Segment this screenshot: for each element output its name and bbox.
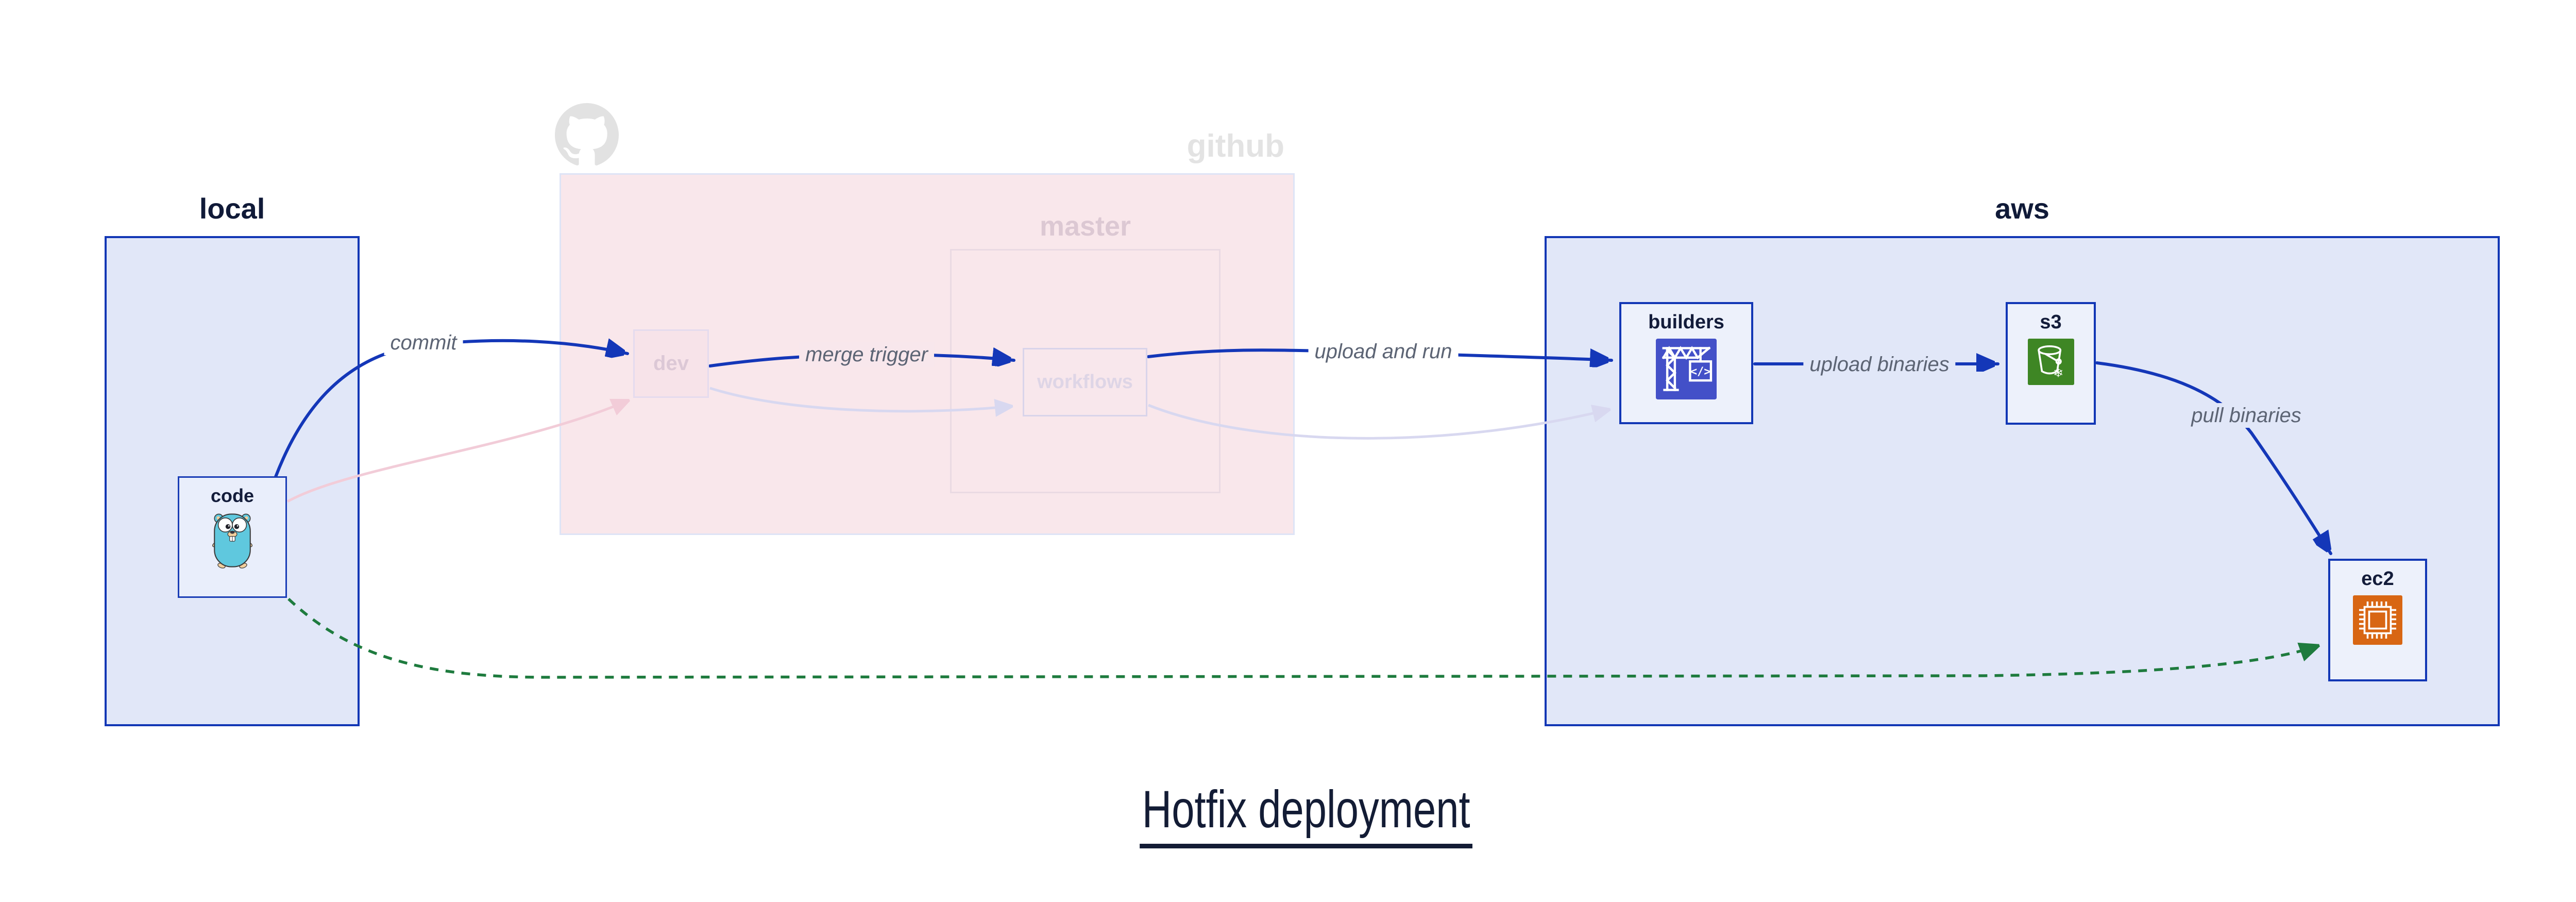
edge-pull-binaries	[2095, 361, 2331, 555]
node-s3-label: s3	[2040, 311, 2062, 333]
node-code: code	[178, 476, 287, 598]
s3-bucket-snowflake-icon: ❄	[2027, 339, 2074, 388]
node-ec2-label: ec2	[2361, 568, 2394, 590]
master-branch-label: master	[1039, 211, 1131, 242]
node-workflows-label: workflows	[1037, 371, 1133, 393]
master-branch-container	[950, 249, 1221, 493]
edge-label-upload-binaries: upload binaries	[1803, 352, 1956, 377]
edge-label-merge-trigger: merge trigger	[799, 342, 934, 367]
local-container-label: local	[199, 192, 265, 225]
node-workflows: workflows	[1023, 348, 1147, 416]
edge-label-upload-and-run: upload and run	[1308, 339, 1459, 364]
aws-container-label: aws	[1995, 192, 2049, 225]
ec2-chip-icon	[2353, 595, 2402, 647]
node-dev-label: dev	[653, 352, 689, 375]
node-dev-branch: dev	[633, 329, 709, 398]
node-builders-label: builders	[1648, 311, 1724, 333]
diagram-title: Hotfix deployment	[1048, 779, 1564, 849]
edge-workflows-builders-faded	[1148, 404, 1611, 440]
node-code-label: code	[210, 485, 255, 506]
codebuild-crane-icon: </>	[1656, 339, 1717, 402]
edge-code-ec2-dashed	[287, 598, 2319, 679]
diagram-title-text: Hotfix deployment	[1139, 779, 1473, 849]
edge-label-commit: commit	[384, 330, 463, 355]
node-builders: builders </>	[1619, 302, 1753, 424]
node-s3: s3 ❄	[2006, 302, 2096, 425]
edge-label-pull-binaries: pull binaries	[2185, 403, 2308, 428]
edge-commit	[274, 341, 629, 478]
edge-code-dev-faded	[286, 398, 630, 503]
svg-text:</>: </>	[1690, 365, 1711, 378]
edge-dev-workflows-faded	[709, 387, 1013, 411]
github-octocat-icon	[555, 103, 619, 165]
svg-text:❄: ❄	[2053, 366, 2063, 380]
github-container-label: github	[1187, 128, 1284, 164]
node-ec2: ec2	[2328, 559, 2427, 681]
go-gopher-icon	[212, 512, 253, 571]
